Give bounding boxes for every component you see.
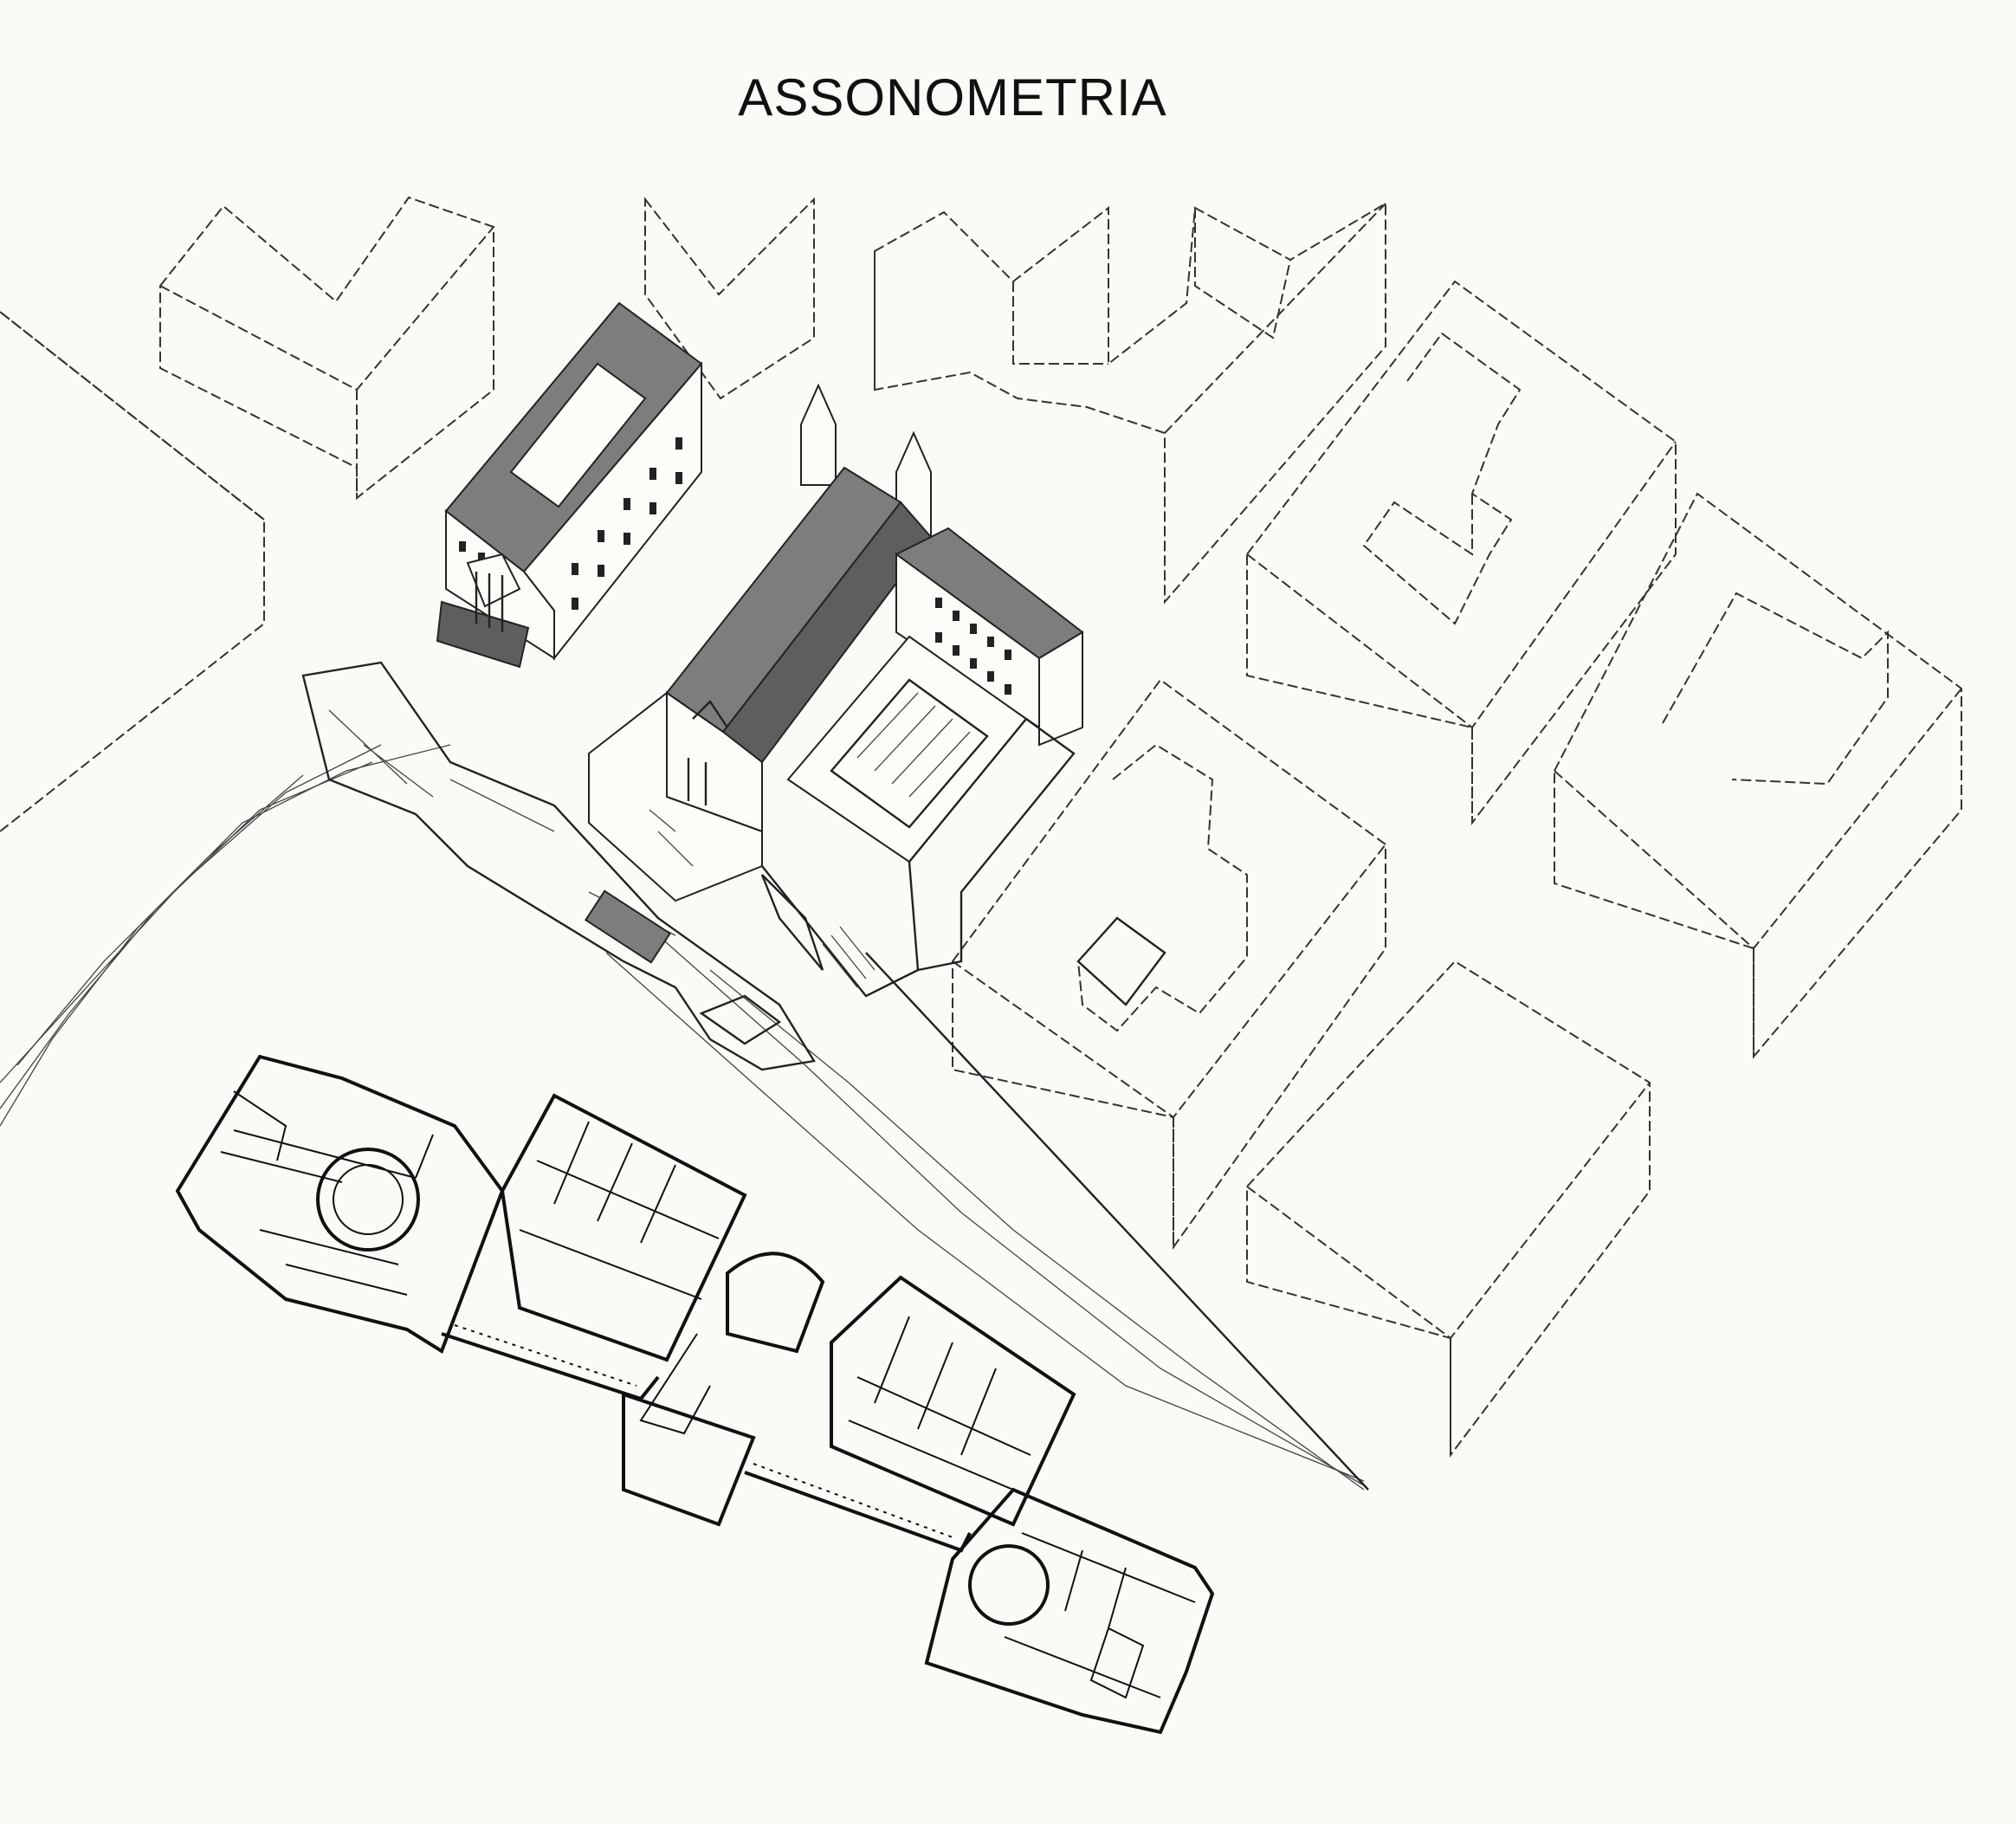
city-block — [874, 202, 1386, 605]
city-block — [952, 678, 1386, 1251]
terrace-wall — [301, 661, 816, 1071]
city-block — [1246, 960, 1651, 1458]
rotunda-right — [968, 1544, 1050, 1626]
city-block — [1246, 280, 1677, 825]
city-block — [1554, 492, 1962, 1059]
ground-floor-plan — [175, 1054, 1215, 1735]
palazzo-building — [436, 301, 703, 669]
terrain-contours — [0, 744, 1369, 1491]
church-complex — [588, 383, 1084, 998]
city-block — [0, 311, 265, 832]
city-blocks — [0, 196, 1962, 1458]
city-block — [644, 197, 815, 400]
rotunda-left — [316, 1148, 420, 1252]
drawing-title: ASSONOMETRIA — [738, 68, 1167, 126]
city-block — [159, 196, 494, 501]
